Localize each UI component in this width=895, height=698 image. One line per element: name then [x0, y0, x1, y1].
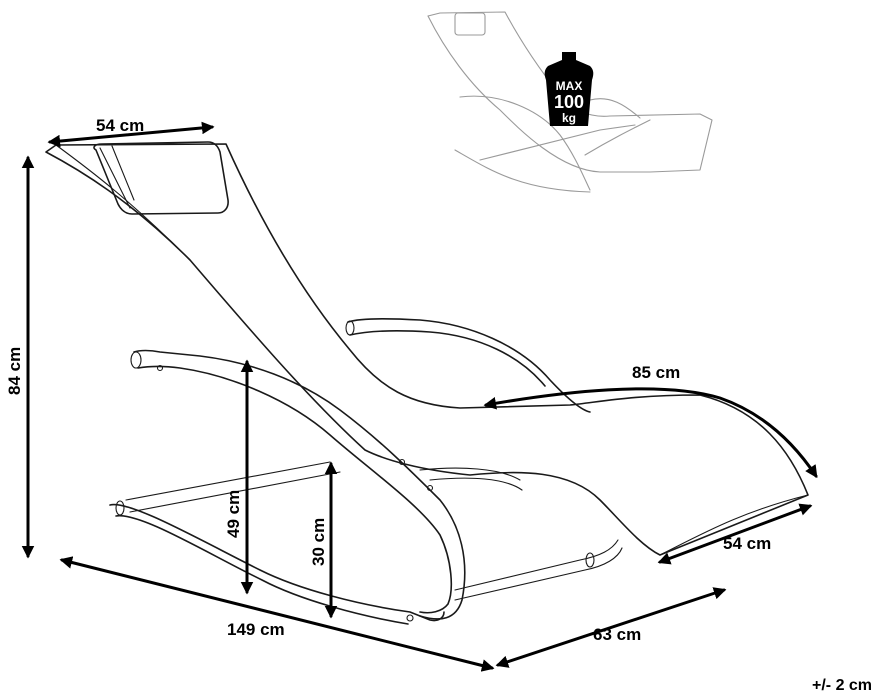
dimension-lines: [21, 121, 818, 672]
max-load-line2: 100: [554, 92, 584, 112]
dim-line-seat-length: [483, 387, 818, 479]
lounger-illustration: [45, 141, 809, 625]
label-backrest-width: 54 cm: [96, 116, 144, 135]
headrest-pillow: [93, 141, 229, 215]
label-length: 149 cm: [227, 620, 285, 639]
tolerance-note: +/- 2 cm: [812, 677, 872, 694]
label-seat-length: 85 cm: [632, 363, 680, 382]
label-armrest-height: 49 cm: [224, 490, 243, 538]
label-seat-width: 54 cm: [723, 534, 771, 553]
dim-line-backrest-width: [47, 121, 215, 148]
weight-icon: [544, 52, 594, 126]
dimension-labels: 54 cm 84 cm 85 cm 54 cm 49 cm 30 cm 149 …: [5, 116, 872, 694]
dim-line-length: [59, 556, 495, 672]
rocker-base: [109, 503, 445, 622]
front-frame-tube: [133, 349, 466, 620]
rear-frame-tube: [347, 317, 591, 413]
label-seat-height: 30 cm: [309, 518, 328, 566]
lounger-sling: [45, 143, 809, 556]
label-height: 84 cm: [5, 347, 24, 395]
max-load-line1: MAX: [556, 79, 583, 93]
label-base-width: 63 cm: [593, 625, 641, 644]
max-load-badge: MAX 100 kg: [544, 52, 594, 126]
max-load-line3: kg: [562, 111, 576, 125]
dim-line-base-width: [495, 587, 727, 668]
dim-line-seat-width: [657, 503, 813, 565]
